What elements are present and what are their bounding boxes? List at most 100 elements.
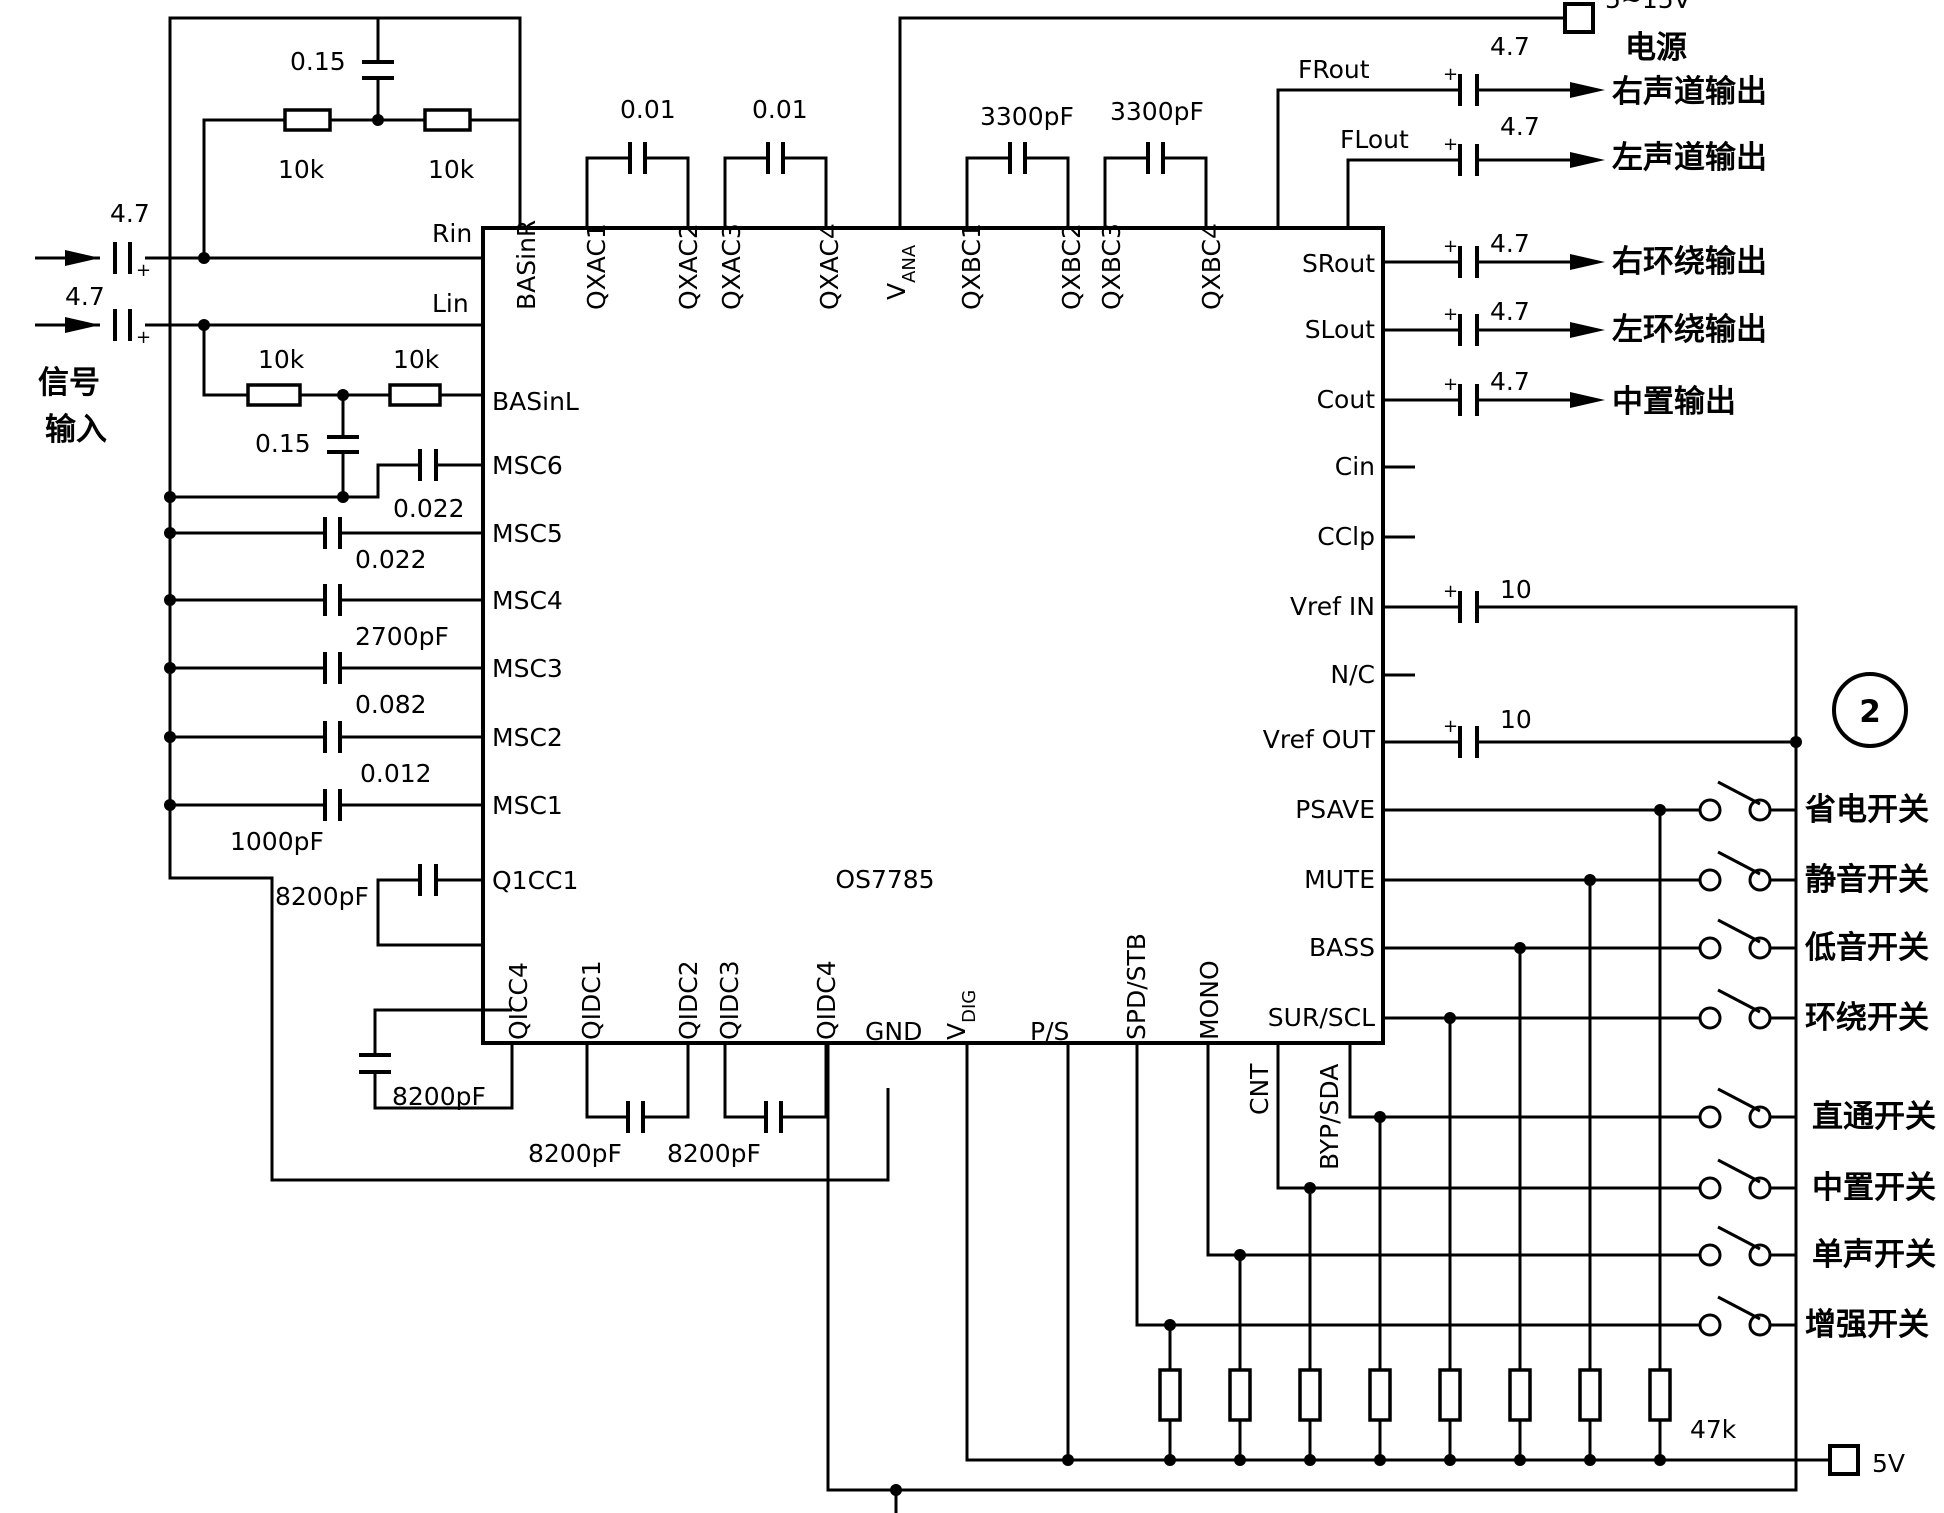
cap-qxbc12: 3300pF xyxy=(980,102,1074,131)
switch-sur xyxy=(1698,988,1772,1030)
cap-qidc34: 8200pF xyxy=(667,1139,761,1168)
svg-text:+: + xyxy=(136,260,151,281)
switch-label-sur: 环绕开关 xyxy=(1805,1000,1929,1036)
pin-basinl: BASinL xyxy=(492,387,579,416)
cap-qidc12: 8200pF xyxy=(528,1139,622,1168)
pin-qxbc2: QXBC2 xyxy=(1057,223,1086,310)
pin-qxac2: QXAC2 xyxy=(674,223,703,310)
cap-vrefin: 10 xyxy=(1500,575,1532,604)
cap-msc1: 1000pF xyxy=(230,827,324,856)
pin-qxac4: QXAC4 xyxy=(815,223,844,310)
switch-label-cnt: 中置开关 xyxy=(1812,1170,1936,1206)
chip-body xyxy=(481,226,1385,1045)
cap-qxac34: 0.01 xyxy=(752,95,808,124)
switch-label-byp: 直通开关 xyxy=(1812,1099,1936,1135)
res-bass-l1: 10k xyxy=(258,345,305,374)
pin-qxac3: QXAC3 xyxy=(717,223,746,310)
pin-qxbc4: QXBC4 xyxy=(1197,223,1226,310)
input-cap-l: 4.7 xyxy=(65,282,105,311)
svg-text:+: + xyxy=(1443,236,1458,257)
pin-qicc4: QICC4 xyxy=(504,962,533,1040)
logic-supply-label: 5V xyxy=(1872,1449,1905,1478)
cap-msc3: 0.082 xyxy=(355,690,427,719)
cap-slout: 4.7 xyxy=(1490,297,1530,326)
cap-q1cc1: 8200pF xyxy=(275,882,369,911)
cap-qxbc34: 3300pF xyxy=(1110,97,1204,126)
pin-mono: MONO xyxy=(1195,960,1224,1040)
output-c-label: 中置输出 xyxy=(1612,384,1736,420)
node-marker xyxy=(1832,672,1908,748)
pin-rin: Rin xyxy=(432,219,472,248)
pin-flout: FLout xyxy=(1340,125,1409,154)
res-bass-r1: 10k xyxy=(278,155,325,184)
supply-voltage: 5~15V xyxy=(1605,0,1691,14)
signal-input-line1: 信号 xyxy=(38,365,100,401)
cap-qxac12: 0.01 xyxy=(620,95,676,124)
pin-psave: PSAVE xyxy=(1295,795,1375,824)
switch-label-mute: 静音开关 xyxy=(1805,862,1929,898)
svg-text:+: + xyxy=(1443,64,1458,85)
pin-srout: SRout xyxy=(1302,249,1375,278)
cap-srout: 4.7 xyxy=(1490,229,1530,258)
output-sl-label: 左环绕输出 xyxy=(1612,312,1767,348)
pin-gnd: GND xyxy=(865,1017,922,1046)
output-fl-label: 左声道输出 xyxy=(1612,140,1767,176)
supply-label: 电源 xyxy=(1625,30,1687,66)
cap-qicc4: 8200pF xyxy=(392,1082,486,1111)
pin-qxbc3: QXBC3 xyxy=(1097,223,1126,310)
output-sr-label: 右环绕输出 xyxy=(1612,244,1767,280)
switch-mute xyxy=(1698,850,1772,892)
switch-label-spd: 增强开关 xyxy=(1805,1307,1929,1343)
pin-sur: SUR/SCL xyxy=(1268,1003,1375,1032)
switch-label-mono: 单声开关 xyxy=(1812,1237,1936,1273)
svg-text:+: + xyxy=(136,327,151,348)
pin-basinr: BASinR xyxy=(512,220,541,310)
pin-cin: Cin xyxy=(1335,452,1375,481)
pin-msc4: MSC4 xyxy=(492,586,563,615)
capacitors xyxy=(113,60,1479,1133)
cap-bass-l: 0.15 xyxy=(255,429,311,458)
cap-frout: 4.7 xyxy=(1490,32,1530,61)
pin-vdig: VDIG xyxy=(942,990,980,1040)
input-cap-r: 4.7 xyxy=(110,199,150,228)
svg-text:+: + xyxy=(1443,134,1458,155)
pullup-value: 47k xyxy=(1690,1415,1737,1444)
pin-spd: SPD/STB xyxy=(1122,933,1151,1040)
pin-lin: Lin xyxy=(432,289,469,318)
switch-psave xyxy=(1698,780,1772,822)
pin-slout: SLout xyxy=(1305,315,1375,344)
pin-msc3: MSC3 xyxy=(492,654,563,683)
resistors xyxy=(246,108,1672,1422)
pin-byp: BYP/SDA xyxy=(1315,1064,1344,1170)
pin-qxac1: QXAC1 xyxy=(582,223,611,310)
polarity-marks: ++ +++ ++ ++ xyxy=(136,64,1458,737)
cap-flout: 4.7 xyxy=(1500,112,1540,141)
res-bass-r2: 10k xyxy=(428,155,475,184)
switch-cnt xyxy=(1698,1158,1772,1200)
cap-msc5: 0.022 xyxy=(355,545,427,574)
pin-cnt: CNT xyxy=(1245,1063,1274,1115)
cap-cout: 4.7 xyxy=(1490,367,1530,396)
cap-msc6: 0.022 xyxy=(393,494,465,523)
switch-bass xyxy=(1698,918,1772,960)
pin-q1cc1: Q1CC1 xyxy=(492,866,578,895)
cap-bass-r: 0.15 xyxy=(290,47,346,76)
pin-nc: N/C xyxy=(1330,660,1375,689)
pin-qidc3: QIDC3 xyxy=(715,960,744,1040)
pin-ps: P/S xyxy=(1030,1017,1069,1046)
5v-terminal xyxy=(1828,1444,1860,1476)
pin-cclp: CClp xyxy=(1317,522,1375,551)
output-fr-label: 右声道输出 xyxy=(1612,74,1767,110)
svg-text:+: + xyxy=(1443,304,1458,325)
switches xyxy=(1698,780,1772,1337)
res-bass-l2: 10k xyxy=(393,345,440,374)
switch-label-bass: 低音开关 xyxy=(1804,930,1929,966)
pin-mute: MUTE xyxy=(1304,865,1375,894)
switch-mono xyxy=(1698,1225,1772,1267)
node-marker-label: 2 xyxy=(1859,694,1881,730)
pin-msc2: MSC2 xyxy=(492,723,563,752)
pin-vrefout: Vref OUT xyxy=(1263,725,1376,754)
chip-name: OS7785 xyxy=(835,865,934,894)
switch-byp xyxy=(1698,1087,1772,1129)
